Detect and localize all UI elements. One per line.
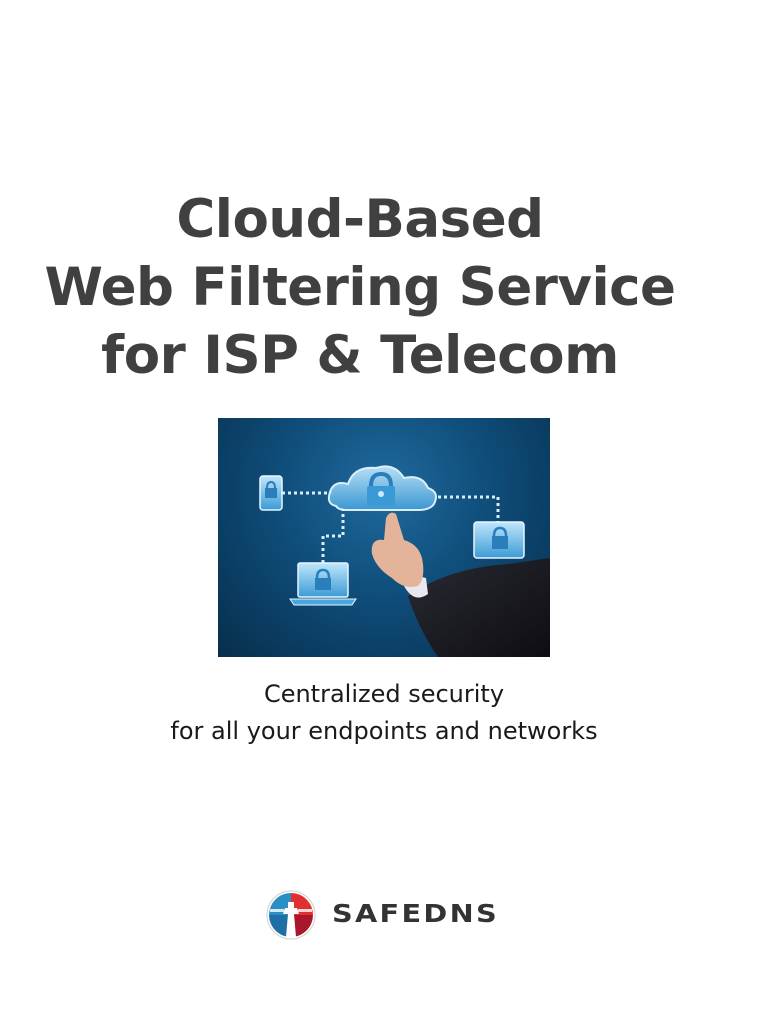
cloud-lock-icon [327,465,437,511]
subtitle-line-1: Centralized security [263,680,505,708]
subtitle-line-2: for all your endpoints and networks [170,717,598,745]
cloud-security-illustration [259,465,550,657]
laptop-lock-icon [289,562,357,606]
pointing-hand [371,512,550,657]
safedns-logo: SAFEDNS [266,890,506,940]
title-line-2: Web Filtering Service [44,257,677,318]
hero-image [218,418,550,657]
tablet-lock-icon [473,521,525,559]
lighthouse-logo-icon [266,890,316,940]
title-line-3: for ISP & Telecom [101,325,619,386]
logo-wordmark: SAFEDNS [332,899,499,928]
subtitle: Centralized security for all your endpoi… [0,676,768,750]
phone-lock-icon [259,475,283,511]
title-line-1: Cloud-Based [176,189,544,250]
page-title: Cloud-Based Web Filtering Service for IS… [0,186,720,390]
